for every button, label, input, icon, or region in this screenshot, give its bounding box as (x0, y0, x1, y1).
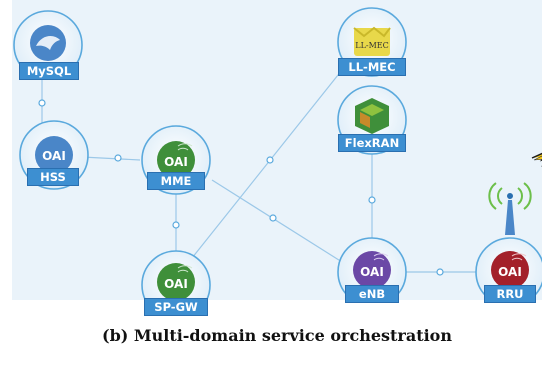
diagram-canvas: OAI OAI OAI LL-MEC (12, 0, 542, 316)
dolphin-shape (36, 36, 60, 50)
ll-mec-logo-text: LL-MEC (355, 41, 388, 50)
lightning-bolt-fill (533, 155, 542, 167)
oai-badge-text: OAI (498, 265, 522, 279)
connector-dots (38, 99, 444, 276)
node-label-spgw: SP-GW (144, 298, 208, 316)
oai-badge-text: OAI (360, 265, 384, 279)
oai-badge-text: OAI (164, 277, 188, 291)
node-label-mme: MME (147, 172, 205, 190)
edge-spgw-llmec (191, 69, 343, 259)
oai-badge-text: OAI (164, 155, 188, 169)
oai-icon (157, 263, 195, 300)
node-spgw[interactable]: OAI (141, 250, 211, 300)
flexran-icon-left (360, 112, 370, 128)
connector-dot (38, 99, 46, 107)
oai-icon (157, 141, 195, 179)
figure-caption: (b) Multi-domain service orchestration (102, 326, 452, 345)
antenna-tower-icon (488, 182, 532, 235)
signal-arcs-icon (373, 253, 389, 261)
orchestration-diagram: OAI OAI OAI LL-MEC (13, 7, 542, 300)
oai-badge-text: OAI (42, 149, 66, 163)
edges (41, 65, 476, 273)
edge-mme-enb (211, 179, 343, 263)
node-label-rru: RRU (484, 285, 536, 303)
node-label-ll-mec: LL-MEC (338, 58, 406, 76)
node-enb[interactable]: OAI (337, 237, 407, 300)
signal-arcs-icon (177, 265, 193, 273)
node-label-hss: HSS (27, 168, 79, 186)
connector-dot (114, 154, 122, 162)
node-rru[interactable]: OAI (475, 237, 542, 300)
signal-arcs-icon (177, 143, 193, 151)
oai-icon (35, 136, 73, 174)
connector-dot (172, 221, 180, 229)
signal-arcs-icon (511, 253, 527, 261)
connector-dot (269, 214, 277, 222)
edge-hss-mme (81, 156, 141, 161)
lightning-icon (531, 152, 542, 162)
connector-dot (368, 196, 376, 204)
node-label-flexran: FlexRAN (338, 134, 406, 152)
node-label-enb: eNB (345, 285, 399, 303)
connector-dot (266, 156, 274, 164)
oai-icon (491, 251, 529, 289)
connector-dot (436, 268, 444, 276)
node-label-mysql: MySQL (19, 62, 79, 80)
oai-icon (353, 251, 391, 289)
ll-mec-pattern (353, 26, 391, 38)
flexran-icon-top (360, 104, 384, 116)
